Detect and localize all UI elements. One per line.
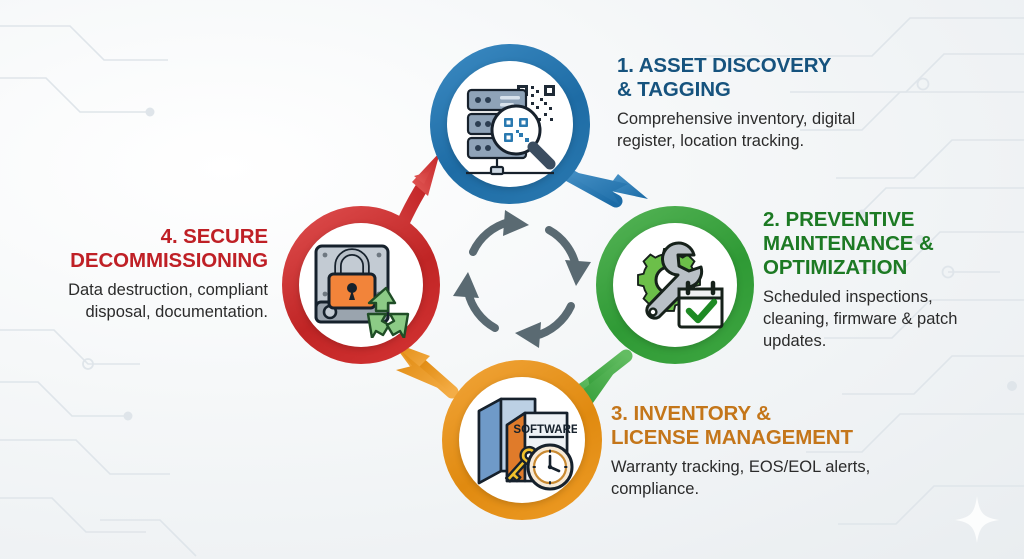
- step-1-text-block: 1. ASSET DISCOVERY & TAGGING Comprehensi…: [617, 54, 917, 153]
- server-rack-qr-magnifier-icon: [466, 84, 556, 176]
- step-4-circle[interactable]: [282, 206, 440, 364]
- step-1-heading: 1. ASSET DISCOVERY & TAGGING: [617, 54, 917, 102]
- step-2-text-block: 2. PREVENTIVE MAINTENANCE & OPTIMIZATION…: [763, 208, 1003, 353]
- step-1-body: Comprehensive inventory, digital registe…: [617, 109, 856, 150]
- step-2-heading: 2. PREVENTIVE MAINTENANCE & OPTIMIZATION: [763, 208, 1003, 280]
- step-1-heading-line2: & TAGGING: [617, 77, 731, 101]
- step-2-heading-line3: OPTIMIZATION: [763, 255, 908, 279]
- step-4-text-block: 4. SECURE DECOMMISSIONING Data destructi…: [28, 225, 268, 324]
- step-2-heading-line1: 2. PREVENTIVE: [763, 208, 915, 231]
- step-3-body: Warranty tracking, EOS/EOL alerts, compl…: [611, 457, 871, 498]
- step-4-heading-line1: 4. SECURE: [160, 225, 268, 248]
- step-4-heading: 4. SECURE DECOMMISSIONING: [28, 225, 268, 273]
- step-4-heading-line2: DECOMMISSIONING: [70, 248, 268, 272]
- step-2-circle[interactable]: [596, 206, 754, 364]
- step-2-body: Scheduled inspections, cleaning, firmwar…: [763, 287, 958, 350]
- software-boxes-key-clock-icon: SOFTWARE: [477, 397, 577, 491]
- step-3-heading-line2: LICENSE MANAGEMENT: [611, 425, 853, 449]
- step-3-heading-line1: 3. INVENTORY &: [611, 402, 771, 425]
- step-3-text-block: 3. INVENTORY & LICENSE MANAGEMENT Warran…: [611, 402, 911, 501]
- software-box-label: SOFTWARE: [513, 424, 577, 436]
- step-3-circle[interactable]: SOFTWARE: [442, 360, 602, 520]
- harddrive-lock-recycle-icon: [314, 244, 410, 338]
- cycle-arrows-icon: [453, 210, 591, 348]
- step-1-circle[interactable]: [430, 44, 590, 204]
- step-1-heading-line1: 1. ASSET DISCOVERY: [617, 54, 832, 77]
- step-3-heading: 3. INVENTORY & LICENSE MANAGEMENT: [611, 402, 911, 450]
- step-2-heading-line2: MAINTENANCE &: [763, 231, 934, 255]
- step-4-body: Data destruction, compliant disposal, do…: [68, 280, 268, 321]
- gear-wrench-calendar-check-icon: [637, 241, 724, 329]
